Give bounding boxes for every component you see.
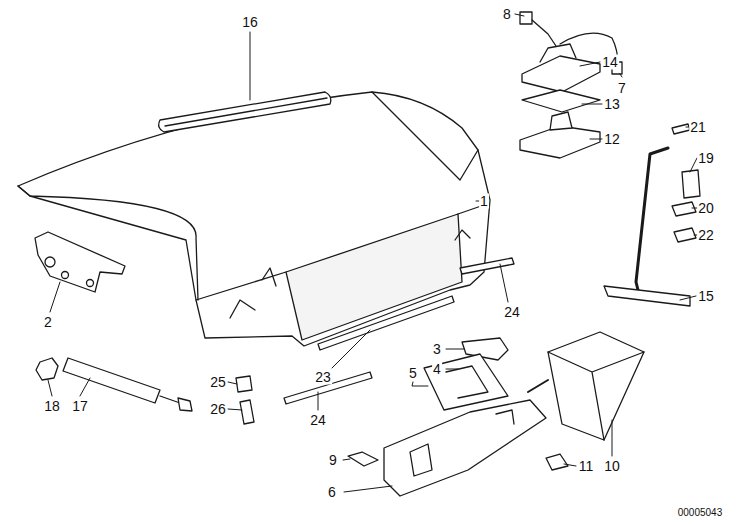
leader-line — [412, 382, 428, 386]
callout-number: 16 — [241, 15, 259, 30]
leader-line — [564, 464, 576, 466]
leader-line — [686, 127, 688, 128]
actuator — [548, 332, 644, 440]
gasket — [522, 90, 600, 112]
lock-washer — [674, 228, 696, 242]
cable — [532, 20, 556, 46]
leader-line — [580, 62, 600, 66]
leader-line — [680, 296, 696, 300]
leader-line — [80, 378, 90, 396]
trim-strip — [460, 258, 514, 274]
gas-strut-body — [63, 358, 160, 403]
leader-line — [343, 459, 350, 460]
leader-line — [590, 139, 602, 140]
callout-number: 9 — [328, 453, 338, 468]
leader-line — [620, 74, 622, 77]
callout-number: 18 — [43, 399, 61, 414]
leader-line — [582, 104, 602, 105]
striker-cover — [424, 354, 508, 410]
callout-number: 2 — [43, 315, 53, 330]
latch-detail — [410, 410, 514, 476]
callout-number: 23 — [314, 370, 332, 385]
callout-number: 24 — [503, 305, 521, 320]
leader-line — [612, 420, 613, 456]
callout-number: 14 — [601, 55, 619, 70]
callout-number: 4 — [432, 362, 442, 377]
leader-lines — [48, 14, 697, 492]
screw — [348, 452, 378, 466]
callout-number: 22 — [697, 228, 715, 243]
leader-line — [318, 392, 319, 410]
hinge — [35, 232, 125, 292]
callout-number: 15 — [697, 289, 715, 304]
lock-screw — [672, 124, 690, 134]
callout-number: 20 — [697, 201, 715, 216]
lock-rod — [636, 148, 668, 298]
seal-strip — [159, 92, 331, 132]
actuator-edge — [548, 352, 644, 440]
callout-number: 25 — [209, 375, 227, 390]
leader-line — [446, 349, 464, 350]
callout-number: 12 — [603, 132, 621, 147]
strut-mount — [36, 358, 58, 380]
leader-line — [48, 380, 52, 396]
leader-line — [250, 32, 251, 100]
leader-line — [446, 369, 458, 370]
callout-number: 10 — [603, 459, 621, 474]
handle-housing-top — [550, 112, 572, 130]
callout-number: 11 — [578, 459, 595, 474]
lock-cover — [522, 56, 600, 92]
handle-housing — [520, 126, 600, 158]
callout-number: 5 — [408, 366, 418, 381]
leader-line — [344, 486, 392, 492]
callout-number: 6 — [327, 485, 337, 500]
connector-plug — [520, 12, 532, 24]
gas-strut-rod — [160, 396, 180, 403]
buffer-screw — [240, 400, 254, 424]
drawing-number: 00005043 — [677, 507, 724, 518]
callout-number: 3 — [432, 342, 442, 357]
plate-recess — [286, 214, 462, 340]
seal-strip-groove — [165, 98, 327, 126]
striker-cover-slot — [446, 366, 488, 398]
lock-cylinder — [682, 170, 700, 198]
callout-number: 7 — [617, 81, 627, 96]
strut-end — [178, 398, 192, 411]
hinge-hole — [45, 257, 55, 267]
hinge-hole — [62, 272, 69, 279]
trunk-latch — [384, 400, 546, 496]
screw — [546, 454, 568, 470]
leader-line — [228, 409, 242, 410]
callout-number: 8 — [502, 7, 512, 22]
callout-number: 17 — [71, 399, 89, 414]
rod-plate — [604, 286, 690, 306]
callout-number: 19 — [697, 151, 715, 166]
callout-number: 13 — [603, 97, 621, 112]
callout-number: 26 — [209, 402, 227, 417]
leader-line — [332, 330, 370, 368]
callout-number: 21 — [689, 120, 707, 135]
leader-line — [228, 382, 237, 384]
callout-number: 24 — [309, 413, 327, 428]
leader-line — [515, 14, 524, 16]
leader-line — [500, 264, 508, 302]
lock-cover-top — [540, 44, 576, 62]
hinge-hole — [87, 280, 94, 287]
lock-clip — [672, 202, 696, 216]
leader-line — [50, 282, 60, 312]
callout-number: 1 — [479, 194, 489, 209]
leader-line — [690, 158, 697, 172]
rubber-buffer — [236, 376, 252, 392]
actuator-plunger — [528, 380, 548, 392]
